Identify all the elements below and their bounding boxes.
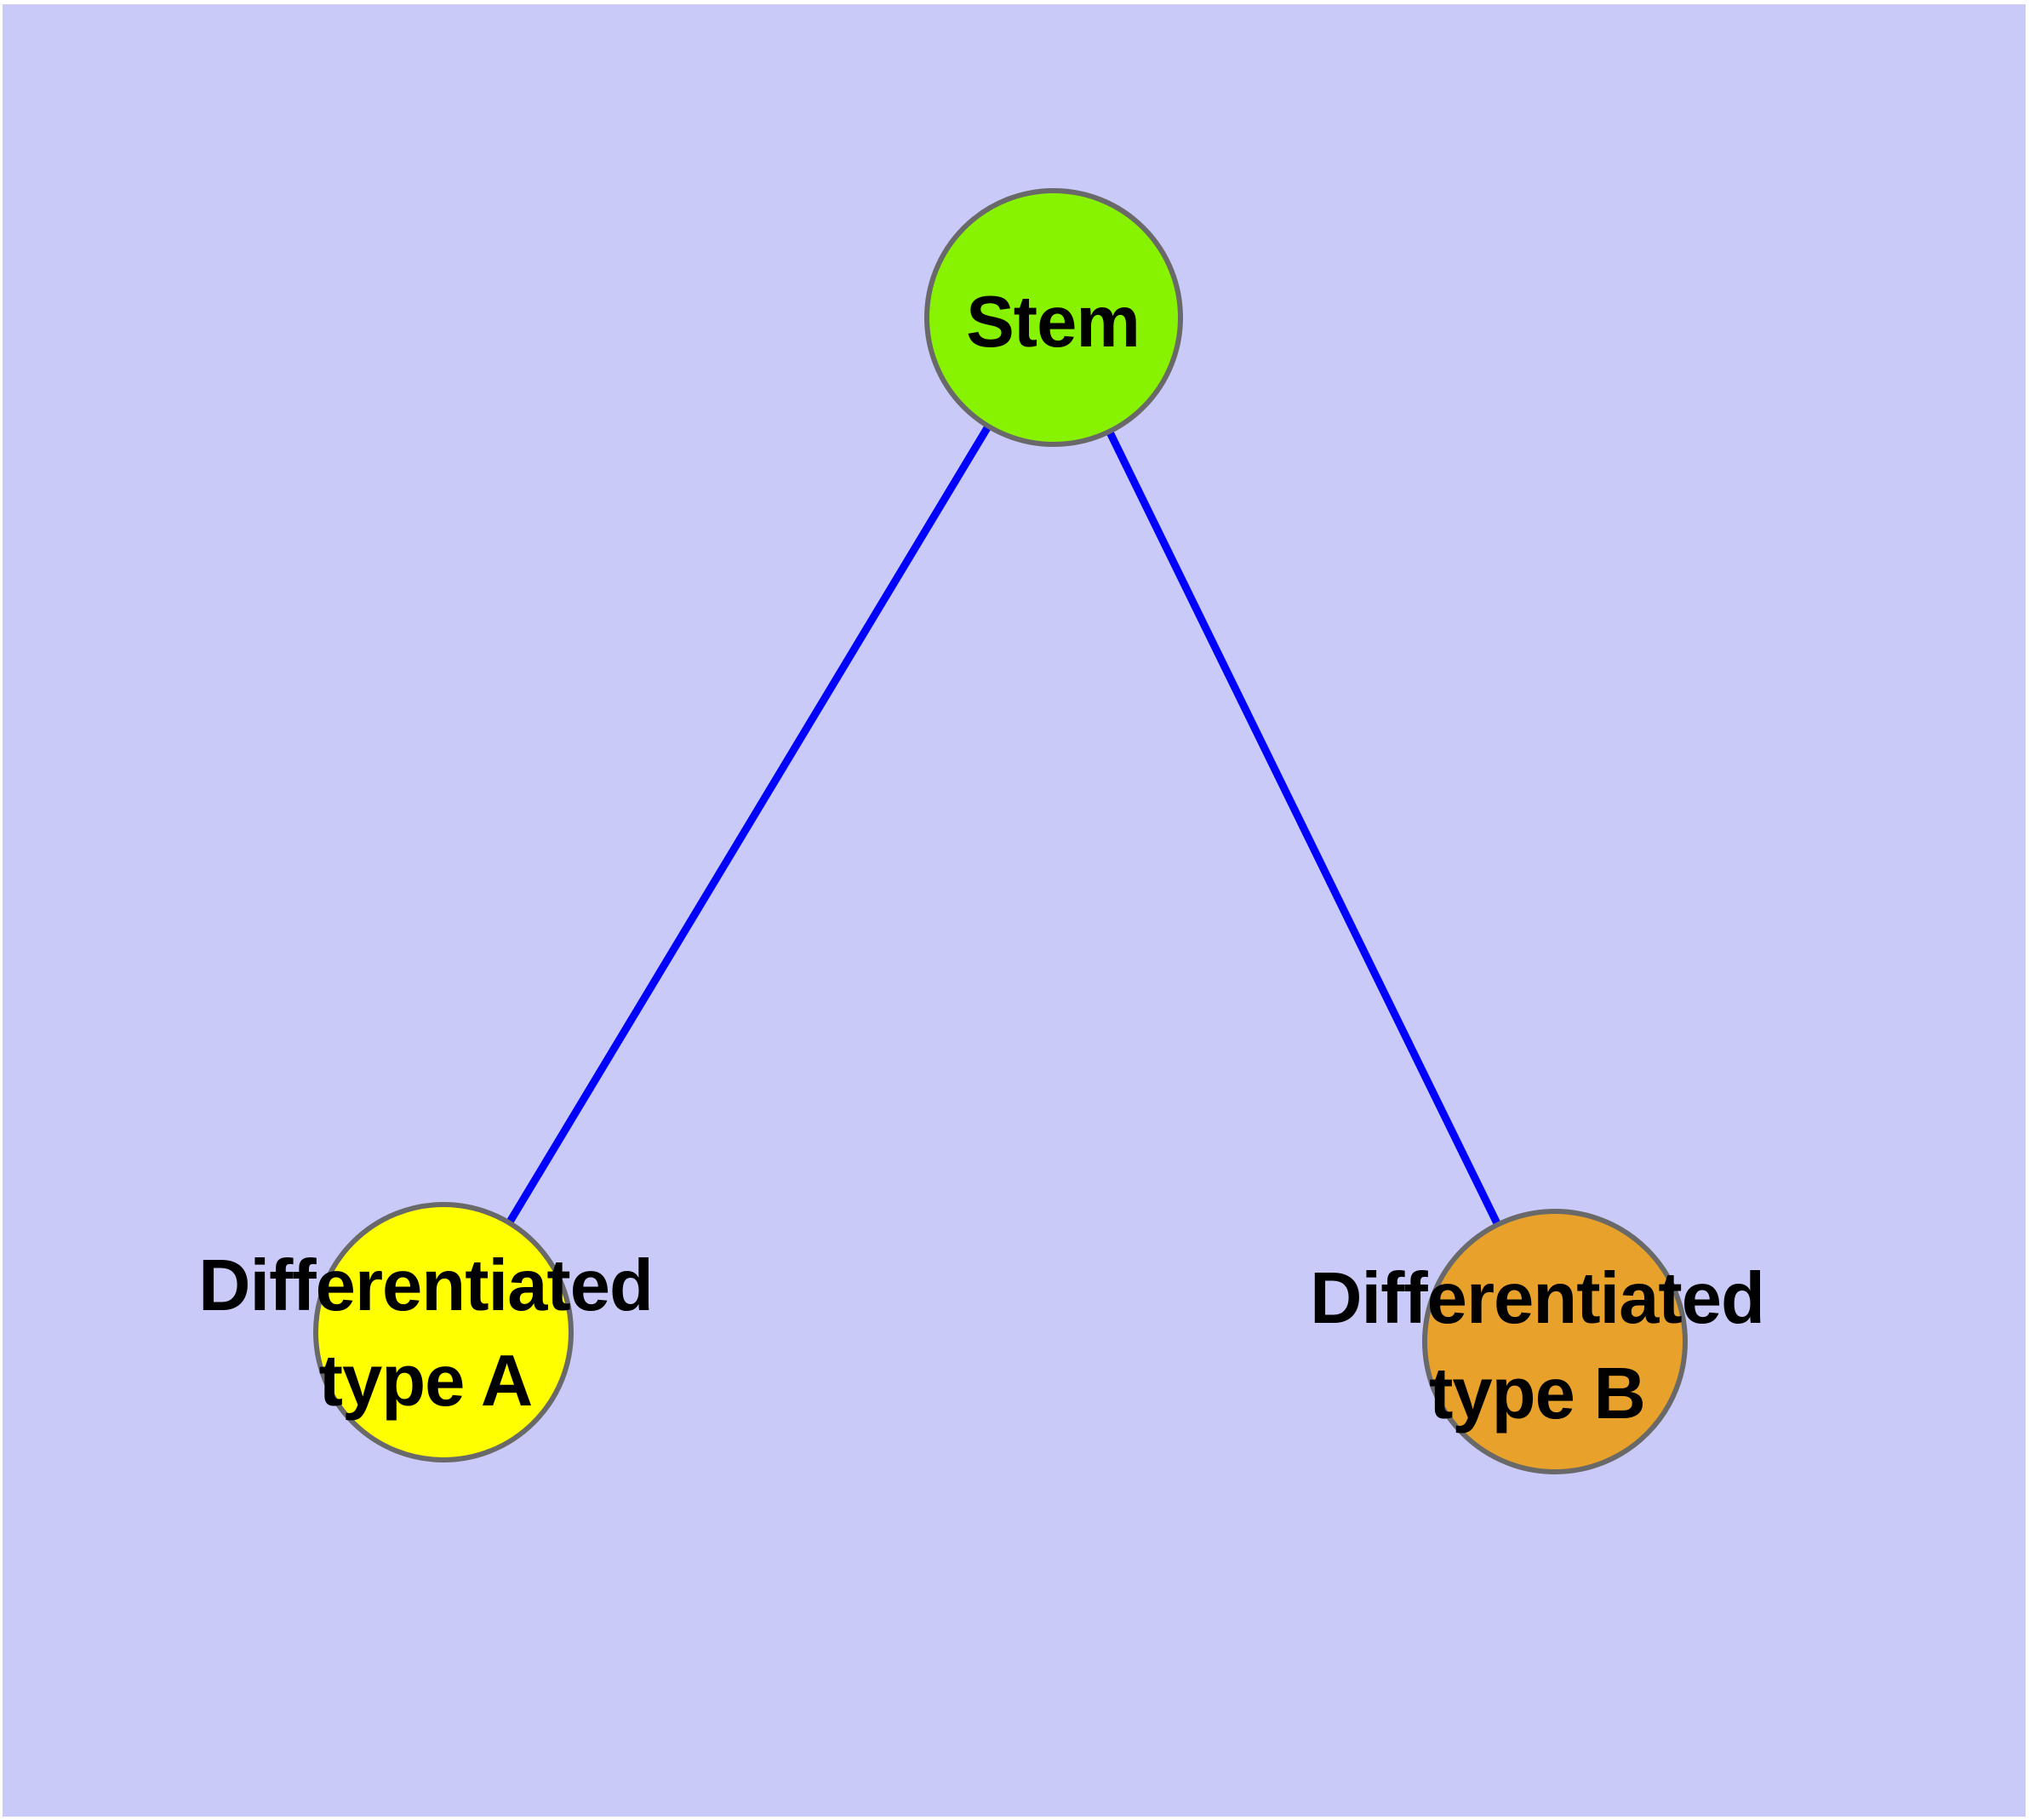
node-differentiated-type-a-circle <box>313 1202 574 1462</box>
node-stem-circle <box>924 188 1183 447</box>
node-differentiated-type-b-label: Differentiated type B <box>1310 1251 1765 1442</box>
node-stem-label: Stem <box>966 282 1140 363</box>
label-line-2: type B <box>1429 1354 1646 1434</box>
label-line-1: Differentiated <box>198 1245 654 1326</box>
edge-stem-to-type-a <box>440 315 1057 1335</box>
node-differentiated-type-b-circle <box>1422 1209 1688 1474</box>
label-line-2: type A <box>318 1341 534 1422</box>
node-differentiated-type-a-label: Differentiated type A <box>198 1239 654 1429</box>
edge-stem-to-type-b <box>1049 316 1559 1343</box>
label-line-1: Differentiated <box>1310 1258 1765 1339</box>
